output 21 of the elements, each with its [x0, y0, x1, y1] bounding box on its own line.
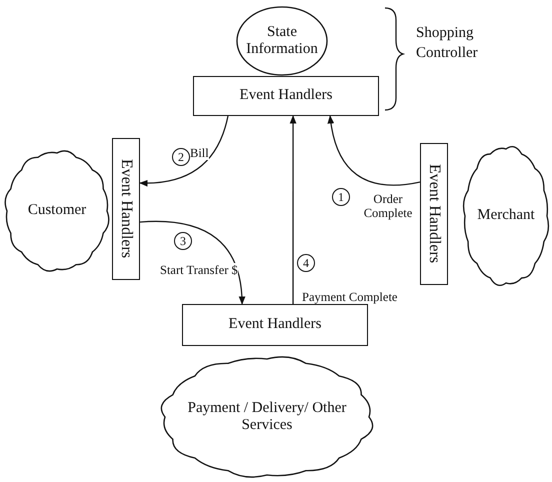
step-number: 4	[297, 254, 315, 272]
edge-label: Bill	[190, 146, 209, 160]
group-label: Shopping Controller	[416, 24, 479, 62]
handler-box: Event Handlers	[182, 304, 368, 346]
handler-box: Event Handlers	[112, 138, 140, 280]
handler-box: Event Handlers	[193, 76, 379, 116]
arrow	[139, 116, 229, 186]
step-number: 3	[174, 232, 192, 250]
edge-label: Order Complete	[362, 192, 414, 221]
handler-box: Event Handlers	[420, 143, 448, 285]
entity-cloud: Merchant	[462, 146, 550, 286]
step-number: 1	[332, 188, 350, 206]
arrow	[328, 115, 420, 186]
state-ellipse: State Information	[236, 6, 328, 76]
step-number: 2	[172, 148, 190, 166]
edge-label: Payment Complete	[302, 290, 398, 304]
arrow	[140, 220, 246, 305]
arrow	[290, 115, 296, 304]
entity-cloud: Customer	[4, 150, 110, 272]
entity-cloud: Payment / Delivery/ Other Services	[162, 356, 372, 478]
edge-label: Start Transfer $	[160, 263, 238, 278]
